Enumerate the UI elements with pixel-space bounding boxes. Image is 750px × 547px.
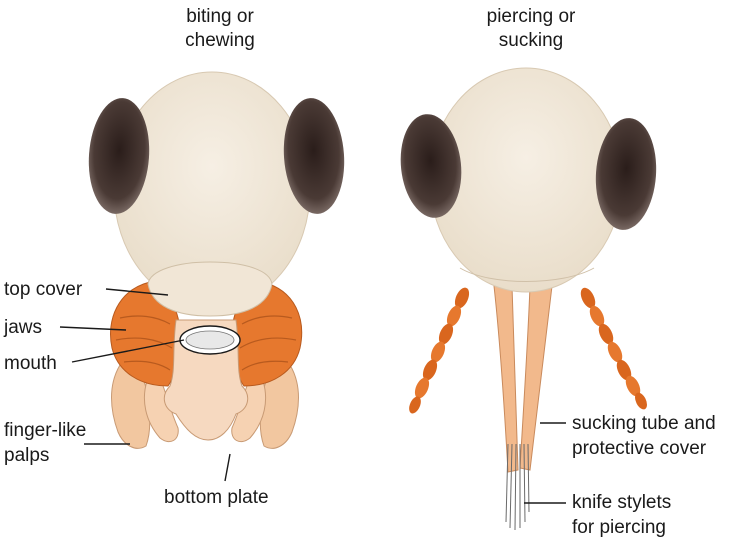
knife-stylets	[505, 443, 530, 531]
leader-jaws	[59, 326, 127, 331]
left-antenna	[409, 287, 470, 414]
right-antenna	[580, 287, 647, 410]
label-jaws: jaws	[3, 317, 42, 338]
heading-biting-line2: chewing	[185, 30, 255, 51]
piercing-right-eye	[595, 118, 657, 230]
right-jaw-ridges	[239, 315, 297, 371]
biting-left-eye	[88, 98, 150, 214]
left-jaw-ridges	[115, 315, 173, 371]
label-top-cover: top cover	[4, 279, 83, 300]
leader-top-cover	[105, 288, 169, 296]
leader-mouth	[71, 339, 185, 363]
biting-head-illustration	[88, 71, 345, 449]
biting-right-eye	[283, 98, 345, 214]
piercing-head-lower-edge	[459, 267, 595, 282]
heading-biting-line1: biting or	[186, 6, 254, 27]
piercing-head-illustration	[400, 67, 657, 531]
label-mouth: mouth	[4, 353, 57, 374]
label-sucking-tube-line2: protective cover	[572, 438, 707, 459]
label-bottom-plate: bottom plate	[164, 487, 269, 508]
mouth-inner	[185, 330, 235, 350]
label-palps-line2: palps	[4, 445, 49, 466]
label-stylets-line1: knife stylets	[572, 492, 671, 513]
heading-piercing-line1: piercing or	[487, 6, 576, 27]
label-stylets-line2: for piercing	[572, 517, 666, 538]
piercing-left-eye	[400, 114, 462, 218]
sucking-tube-right-strand	[519, 285, 553, 471]
label-sucking-tube-line1: sucking tube and	[572, 413, 716, 434]
leader-bottom-plate	[224, 453, 231, 482]
left-jaw-shape	[110, 281, 181, 387]
sucking-tube-left-strand	[493, 285, 519, 473]
heading-piercing-line2: sucking	[499, 30, 563, 51]
label-palps-line1: finger-like	[4, 420, 86, 441]
top-cover-shape	[147, 261, 273, 317]
